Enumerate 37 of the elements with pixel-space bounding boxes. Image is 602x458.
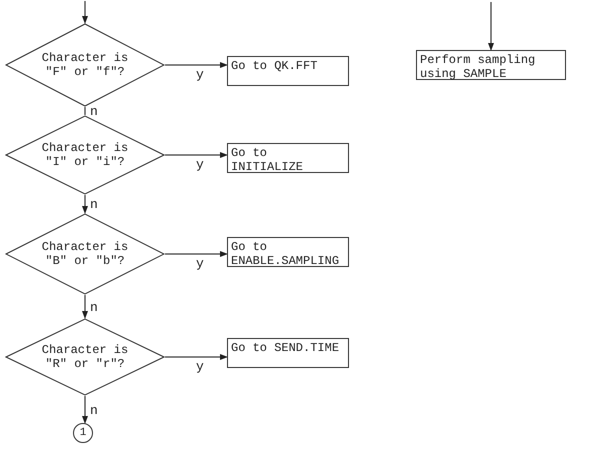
arrow	[82, 396, 88, 424]
process-box	[227, 338, 349, 368]
node-text: Go to INITIALIZE	[231, 146, 304, 174]
node-text: Character is "F" or "f"?	[40, 51, 130, 79]
process-box	[227, 143, 349, 173]
edge-label: y	[195, 257, 205, 270]
decision-diamond	[5, 213, 165, 295]
edge-label: n	[89, 404, 99, 416]
node-text: Go to ENABLE.SAMPLING	[231, 240, 340, 268]
node-text: Character is "R" or "r"?	[40, 343, 130, 371]
arrow	[82, 294, 88, 319]
arrow	[488, 2, 494, 51]
edge-label: y	[195, 68, 205, 81]
process-box	[227, 56, 349, 86]
connector-circle	[73, 423, 93, 443]
arrow	[164, 62, 228, 68]
node-text: 1	[80, 426, 86, 440]
arrow	[164, 251, 228, 257]
node-text: Character is "I" or "i"?	[40, 141, 130, 169]
node-text: Go to SEND.TIME	[231, 341, 340, 355]
edge-label: y	[195, 158, 205, 171]
arrow	[82, 0, 88, 24]
process-box	[416, 50, 566, 80]
node-text: Perform sampling using SAMPLE	[420, 53, 536, 81]
node-text: Character is "B" or "b"?	[40, 240, 130, 268]
decision-diamond	[5, 115, 165, 195]
edge-label: y	[195, 360, 205, 373]
edge-label: n	[89, 105, 99, 118]
decision-diamond	[5, 23, 165, 107]
node-text: Go to QK.FFT	[231, 59, 318, 73]
process-box	[227, 237, 349, 267]
arrow	[82, 194, 88, 214]
arrow	[164, 152, 228, 158]
edge-label: n	[89, 300, 99, 314]
edge-label: n	[89, 198, 99, 211]
arrow	[164, 354, 228, 360]
decision-diamond	[5, 318, 165, 396]
